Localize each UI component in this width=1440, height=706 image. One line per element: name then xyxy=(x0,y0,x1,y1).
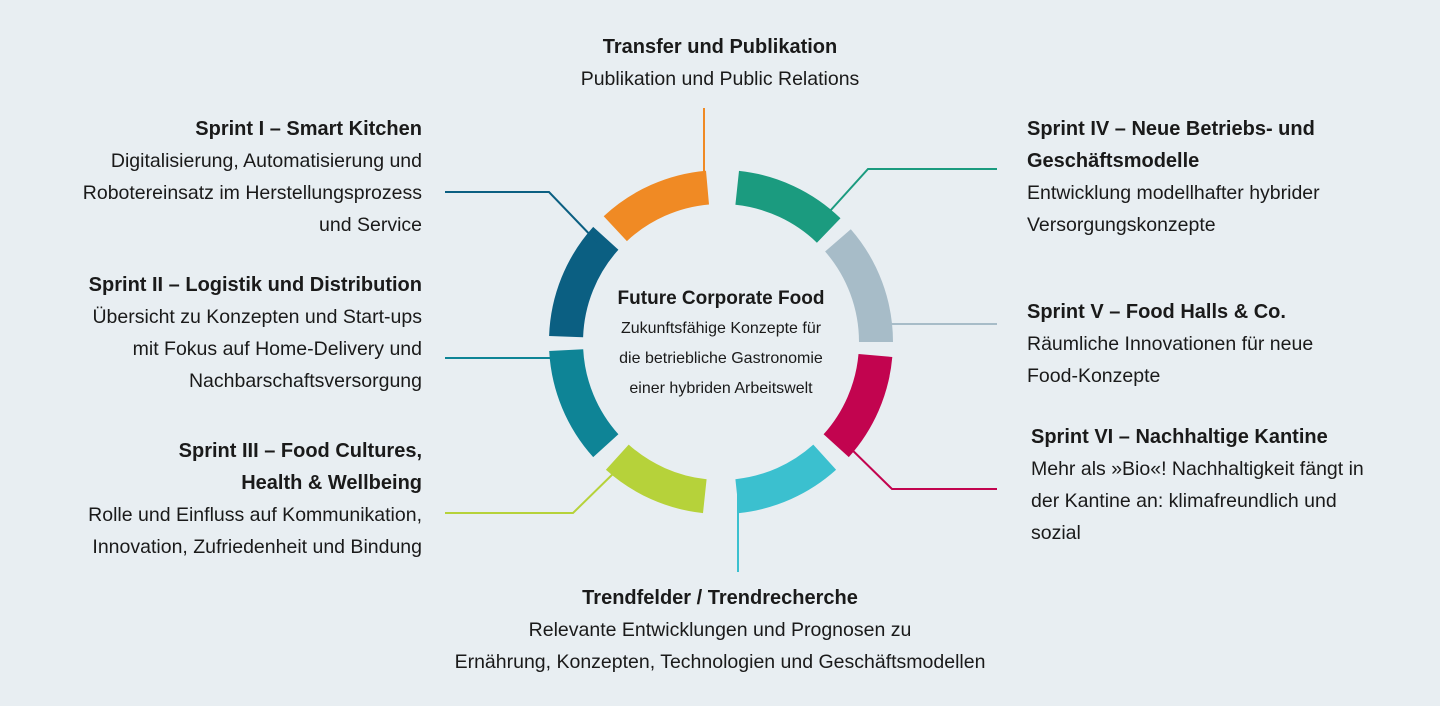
segment-sprint-6 xyxy=(823,354,893,458)
segment-sprint-2 xyxy=(549,349,619,458)
block-sprint-6-desc-2: der Kantine an: klimafreundlich und xyxy=(1031,490,1337,512)
segment-transfer xyxy=(603,170,709,242)
block-sprint-5-desc-2: Food-Konzepte xyxy=(1027,365,1161,387)
segment-sprint-1 xyxy=(549,226,619,338)
block-sprint-1-desc-1: Digitalisierung, Automatisierung und xyxy=(110,150,422,172)
block-sprint-2-desc-3: Nachbarschaftsversorgung xyxy=(188,370,422,392)
connector-lines xyxy=(445,108,997,572)
block-sprint-3-title: Sprint III – Food Cultures, xyxy=(178,440,422,462)
block-sprint-6: Sprint VI – Nachhaltige Kantine Mehr als… xyxy=(1031,421,1431,549)
center-desc-2: die betriebliche Gastronomie xyxy=(619,350,823,367)
center-title: Future Corporate Food xyxy=(617,288,825,309)
block-sprint-1-desc-3: und Service xyxy=(319,214,422,236)
block-sprint-6-desc-3: sozial xyxy=(1031,522,1081,544)
block-sprint-3-title-2: Health & Wellbeing xyxy=(241,472,422,494)
block-sprint-5: Sprint V – Food Halls & Co. Räumliche In… xyxy=(1027,296,1427,392)
block-sprint-4-title-2: Geschäftsmodelle xyxy=(1027,150,1200,172)
block-sprint-2-desc-1: Übersicht zu Konzepten und Start-ups xyxy=(92,306,422,328)
segment-sprint-5 xyxy=(825,229,893,342)
center-desc-1: Zukunftsfähige Konzepte für xyxy=(620,320,822,337)
segment-trendfelder xyxy=(735,444,837,514)
center-label: Future Corporate Food Zukunftsfähige Kon… xyxy=(580,284,862,404)
connector-sprint-3 xyxy=(445,467,620,514)
block-sprint-1-desc-2: Robotereinsatz im Herstellungsprozess xyxy=(82,182,422,204)
connector-sprint-6 xyxy=(842,440,997,490)
block-sprint-3-desc-2: Innovation, Zufriedenheit und Bindung xyxy=(92,536,422,558)
connector-sprint-1 xyxy=(445,191,598,243)
block-sprint-2-desc-2: mit Fokus auf Home-Delivery und xyxy=(132,338,422,360)
block-sprint-5-title: Sprint V – Food Halls & Co. xyxy=(1027,301,1286,323)
block-transfer-title: Transfer und Publikation xyxy=(602,36,838,58)
block-trendfelder-desc-1: Relevante Entwicklungen und Prognosen zu xyxy=(528,619,912,641)
block-sprint-3: Sprint III – Food Cultures, Health & Wel… xyxy=(20,435,422,563)
block-trendfelder-desc-2: Ernährung, Konzepten, Technologien und G… xyxy=(454,651,986,673)
block-sprint-4-desc-2: Versorgungskonzepte xyxy=(1027,214,1216,236)
block-transfer: Transfer und Publikation Publikation und… xyxy=(520,31,920,95)
block-sprint-1: Sprint I – Smart Kitchen Digitalisierung… xyxy=(20,113,422,241)
block-sprint-1-title: Sprint I – Smart Kitchen xyxy=(195,118,422,140)
block-sprint-4-desc-1: Entwicklung modellhafter hybrider xyxy=(1027,182,1320,204)
block-sprint-4: Sprint IV – Neue Betriebs- und Geschäfts… xyxy=(1027,113,1427,241)
connector-sprint-4 xyxy=(829,168,997,212)
block-trendfelder-title: Trendfelder / Trendrecherche xyxy=(582,587,858,609)
block-transfer-desc-1: Publikation und Public Relations xyxy=(580,68,860,90)
block-sprint-4-title: Sprint IV – Neue Betriebs- und xyxy=(1027,118,1315,140)
block-sprint-6-desc-1: Mehr als »Bio«! Nachhaltigkeit fängt in xyxy=(1031,458,1364,480)
segment-sprint-4 xyxy=(735,170,841,243)
ring-segments xyxy=(549,170,893,514)
block-sprint-3-desc-1: Rolle und Einfluss auf Kommunikation, xyxy=(88,504,422,526)
block-sprint-2: Sprint II – Logistik und Distribution Üb… xyxy=(20,269,422,397)
segment-sprint-3 xyxy=(605,444,707,514)
center-desc-3: einer hybriden Arbeitswelt xyxy=(629,380,813,397)
block-trendfelder: Trendfelder / Trendrecherche Relevante E… xyxy=(380,582,1060,678)
block-sprint-6-title: Sprint VI – Nachhaltige Kantine xyxy=(1031,426,1328,448)
block-sprint-2-title: Sprint II – Logistik und Distribution xyxy=(88,274,422,296)
block-sprint-5-desc-1: Räumliche Innovationen für neue xyxy=(1027,333,1314,355)
